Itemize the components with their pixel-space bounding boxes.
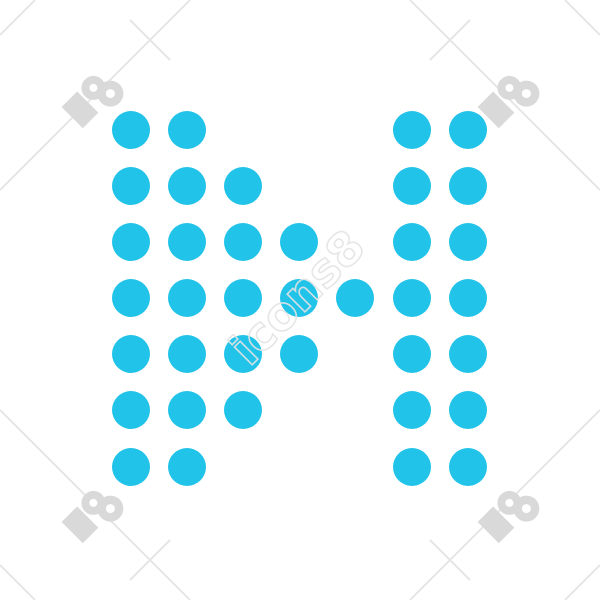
icons8-logo-icon xyxy=(477,75,540,129)
dot xyxy=(168,223,206,261)
icons8-logo-icon xyxy=(61,75,124,129)
dot xyxy=(449,279,487,317)
dot xyxy=(168,335,206,373)
dot xyxy=(224,391,262,429)
dot xyxy=(393,279,431,317)
dot xyxy=(224,223,262,261)
dot xyxy=(112,279,150,317)
dot xyxy=(224,167,262,205)
dot xyxy=(393,111,431,149)
dot xyxy=(168,279,206,317)
icons8-logo-icon xyxy=(477,490,540,544)
dot xyxy=(449,391,487,429)
dot xyxy=(393,335,431,373)
watermark-logos xyxy=(61,75,540,544)
dot xyxy=(224,279,262,317)
dot xyxy=(112,111,150,149)
dot xyxy=(112,167,150,205)
dot xyxy=(449,223,487,261)
dot xyxy=(449,111,487,149)
dot xyxy=(393,167,431,205)
dot xyxy=(393,448,431,486)
dot xyxy=(112,335,150,373)
dot xyxy=(449,335,487,373)
dot xyxy=(280,223,318,261)
dot xyxy=(168,111,206,149)
dot xyxy=(168,167,206,205)
dot xyxy=(168,448,206,486)
dot xyxy=(393,391,431,429)
dot xyxy=(280,335,318,373)
dot xyxy=(280,279,318,317)
dot xyxy=(449,448,487,486)
dot xyxy=(224,335,262,373)
dot xyxy=(393,223,431,261)
dot-grid xyxy=(112,111,487,486)
dot xyxy=(112,391,150,429)
dot xyxy=(168,391,206,429)
dot xyxy=(112,448,150,486)
dot xyxy=(336,279,374,317)
dot xyxy=(449,167,487,205)
dot xyxy=(112,223,150,261)
icons8-logo-icon xyxy=(61,490,124,544)
